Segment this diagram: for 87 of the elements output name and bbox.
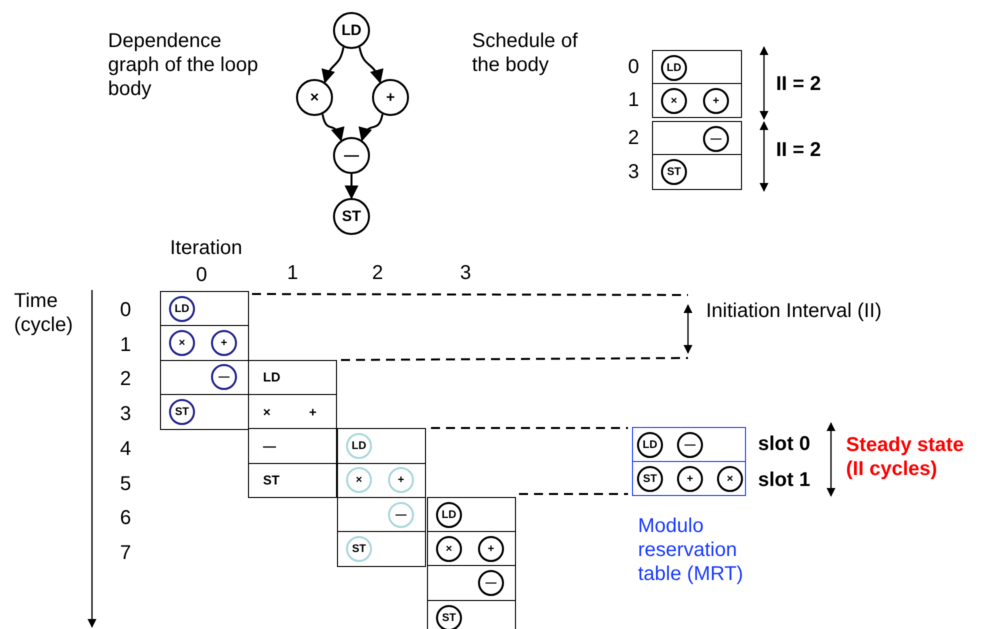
- row-number: 4: [120, 436, 132, 461]
- table-row: [632, 461, 746, 496]
- operation-circle: LD: [169, 296, 195, 322]
- operation-circle: ×: [661, 88, 687, 114]
- row-number: 5: [120, 472, 132, 496]
- operation-circle: —: [478, 570, 504, 596]
- table-row: [652, 121, 742, 156]
- table-row: [160, 394, 249, 430]
- row-number: 1: [628, 88, 640, 112]
- arrow: [322, 114, 344, 142]
- column-number: 1: [287, 261, 298, 285]
- operation-circle: ST: [333, 198, 370, 235]
- operation-circle: LD: [637, 432, 663, 458]
- operation-circle: +: [677, 466, 703, 492]
- table-row: [337, 531, 426, 567]
- operation-label: ST: [263, 472, 280, 488]
- operation-circle: +: [478, 536, 504, 562]
- table-row: [427, 565, 516, 602]
- operation-circle: ST: [346, 536, 372, 562]
- arrow: [358, 46, 383, 84]
- column-number: 3: [460, 261, 472, 285]
- row-number: 3: [628, 160, 640, 184]
- table-row: [337, 462, 426, 498]
- arrow: [322, 46, 344, 84]
- caption-text: Iteration: [170, 236, 242, 260]
- table-row: [652, 83, 742, 118]
- operation-circle: ×: [436, 536, 462, 562]
- operation-circle: ST: [436, 604, 462, 629]
- annotation-label: slot 1: [758, 468, 810, 492]
- caption-text: Schedule of the body: [472, 29, 579, 77]
- operation-circle: +: [211, 330, 237, 356]
- table-row: [160, 291, 249, 327]
- column-number: 2: [372, 261, 384, 285]
- table-row: [337, 496, 426, 533]
- operation-label: ×: [263, 404, 271, 420]
- table-row: [652, 154, 742, 190]
- table-row: [652, 50, 742, 85]
- operation-label: —: [263, 438, 276, 454]
- operation-circle: ×: [346, 467, 372, 494]
- table-row: [160, 325, 249, 362]
- operation-circle: —: [677, 432, 703, 458]
- row-number: 2: [628, 126, 640, 150]
- table-row: [248, 428, 337, 464]
- operation-circle: +: [372, 79, 409, 116]
- row-number: 6: [120, 506, 132, 530]
- operation-circle: +: [388, 467, 414, 494]
- caption-text: Dependence graph of the loop body: [108, 29, 260, 101]
- annotation-label: Steady state (II cycles): [846, 433, 965, 481]
- column-number: 0: [196, 263, 208, 287]
- table-row: [632, 427, 746, 462]
- operation-circle: ST: [637, 466, 663, 492]
- operation-circle: +: [703, 88, 729, 114]
- caption-text: Initiation Interval (II): [706, 299, 882, 323]
- row-number: 0: [628, 55, 640, 79]
- operation-circle: —: [333, 137, 370, 174]
- operation-circle: ST: [661, 159, 687, 185]
- row-number: 2: [120, 367, 132, 392]
- operation-circle: ST: [169, 398, 195, 425]
- operation-circle: —: [211, 364, 237, 390]
- annotation-label: slot 0: [758, 432, 810, 456]
- operation-label: LD: [263, 370, 280, 385]
- operation-circle: ×: [296, 79, 333, 116]
- caption-text: Modulo reservation table (MRT): [638, 514, 744, 586]
- table-row: [427, 496, 516, 533]
- row-number: 1: [120, 332, 132, 357]
- table-row: [248, 462, 337, 498]
- operation-circle: LD: [436, 502, 462, 528]
- operation-circle: ×: [169, 330, 195, 356]
- operation-circle: —: [703, 126, 729, 152]
- table-row: [427, 600, 516, 629]
- row-number: 3: [120, 402, 132, 426]
- operation-circle: —: [388, 502, 414, 528]
- operation-circle: LD: [661, 54, 687, 80]
- arrow: [359, 114, 384, 142]
- operation-circle: LD: [333, 12, 370, 49]
- table-row: [427, 531, 516, 567]
- arrow: [344, 174, 358, 200]
- operation-circle: ×: [717, 466, 743, 492]
- annotation-label: II = 2: [776, 138, 822, 162]
- row-number: 0: [120, 298, 132, 322]
- table-row: [248, 360, 337, 396]
- row-number: 7: [120, 540, 132, 565]
- table-row: [337, 428, 426, 464]
- caption-text: Time (cycle): [14, 289, 74, 337]
- annotation-label: II = 2: [776, 72, 822, 96]
- operation-circle: LD: [346, 433, 372, 460]
- operation-label: +: [309, 404, 317, 420]
